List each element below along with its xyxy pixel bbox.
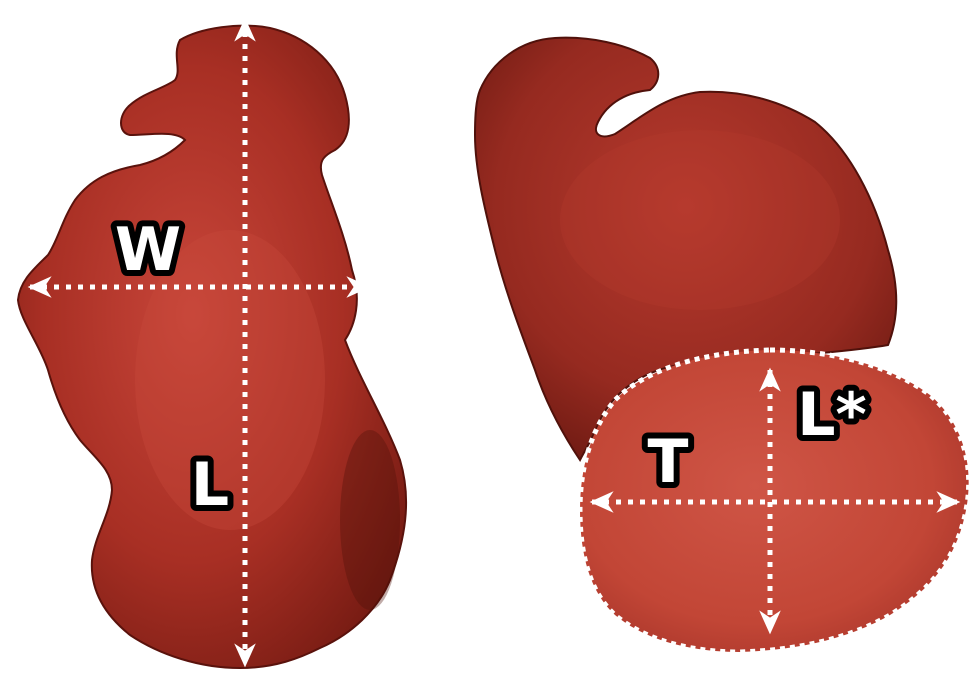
right-specimen [475, 38, 969, 652]
thickness-label: T [648, 427, 689, 497]
left-specimen [18, 26, 406, 668]
length-label: L [191, 450, 229, 520]
width-label: W [115, 215, 181, 285]
right-specimen-highlight [560, 130, 840, 310]
length-star-label: L* [797, 380, 867, 450]
left-specimen-shadow [340, 430, 400, 610]
